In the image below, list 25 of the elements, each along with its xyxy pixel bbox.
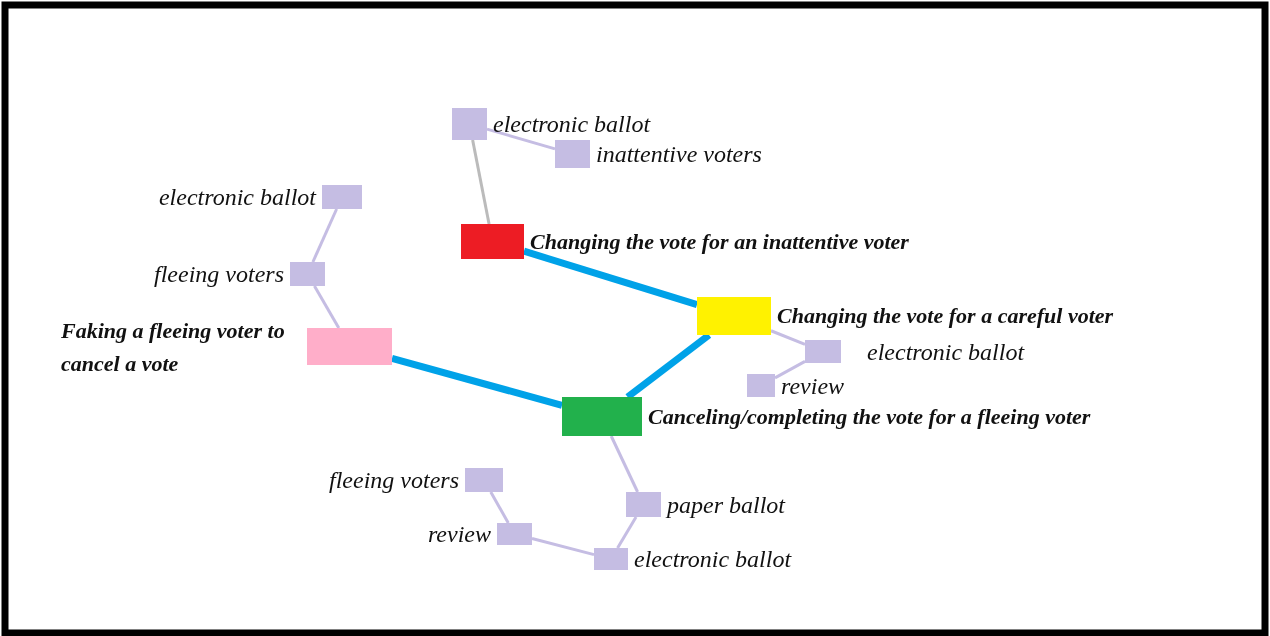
connector-line (609, 435, 639, 493)
node-label: electronic ballot (634, 546, 792, 572)
node-label: inattentive voters (596, 141, 762, 167)
node-label: paper ballot (667, 491, 785, 518)
scenario-title: Canceling/completing the vote for a fleeing voter (648, 403, 1091, 430)
connector-line (489, 491, 510, 524)
connector-line (391, 354, 563, 409)
connector-line (311, 208, 338, 263)
node-label: fleeing voters (154, 261, 284, 287)
connector-line (531, 537, 595, 557)
connector-line (486, 127, 556, 151)
node-label: review (427, 521, 491, 547)
node-label: electronic ballot (158, 184, 316, 210)
node-label: fleeing voters (329, 467, 459, 493)
connector-line (774, 360, 806, 380)
connector-line (313, 285, 341, 329)
connector-line (770, 329, 806, 346)
connector-line (471, 139, 491, 225)
connector-line (616, 516, 638, 549)
scenario-title: Faking a fleeing voter to cancel a vote (61, 316, 286, 378)
node-label: electronic ballot (493, 111, 651, 137)
node-label: electronic ballot (867, 338, 1025, 365)
scenario-title: Changing the vote for a careful voter (777, 303, 1114, 329)
node-label: review (781, 372, 845, 399)
scenario-title: Changing the vote for an inattentive voter (530, 228, 909, 255)
